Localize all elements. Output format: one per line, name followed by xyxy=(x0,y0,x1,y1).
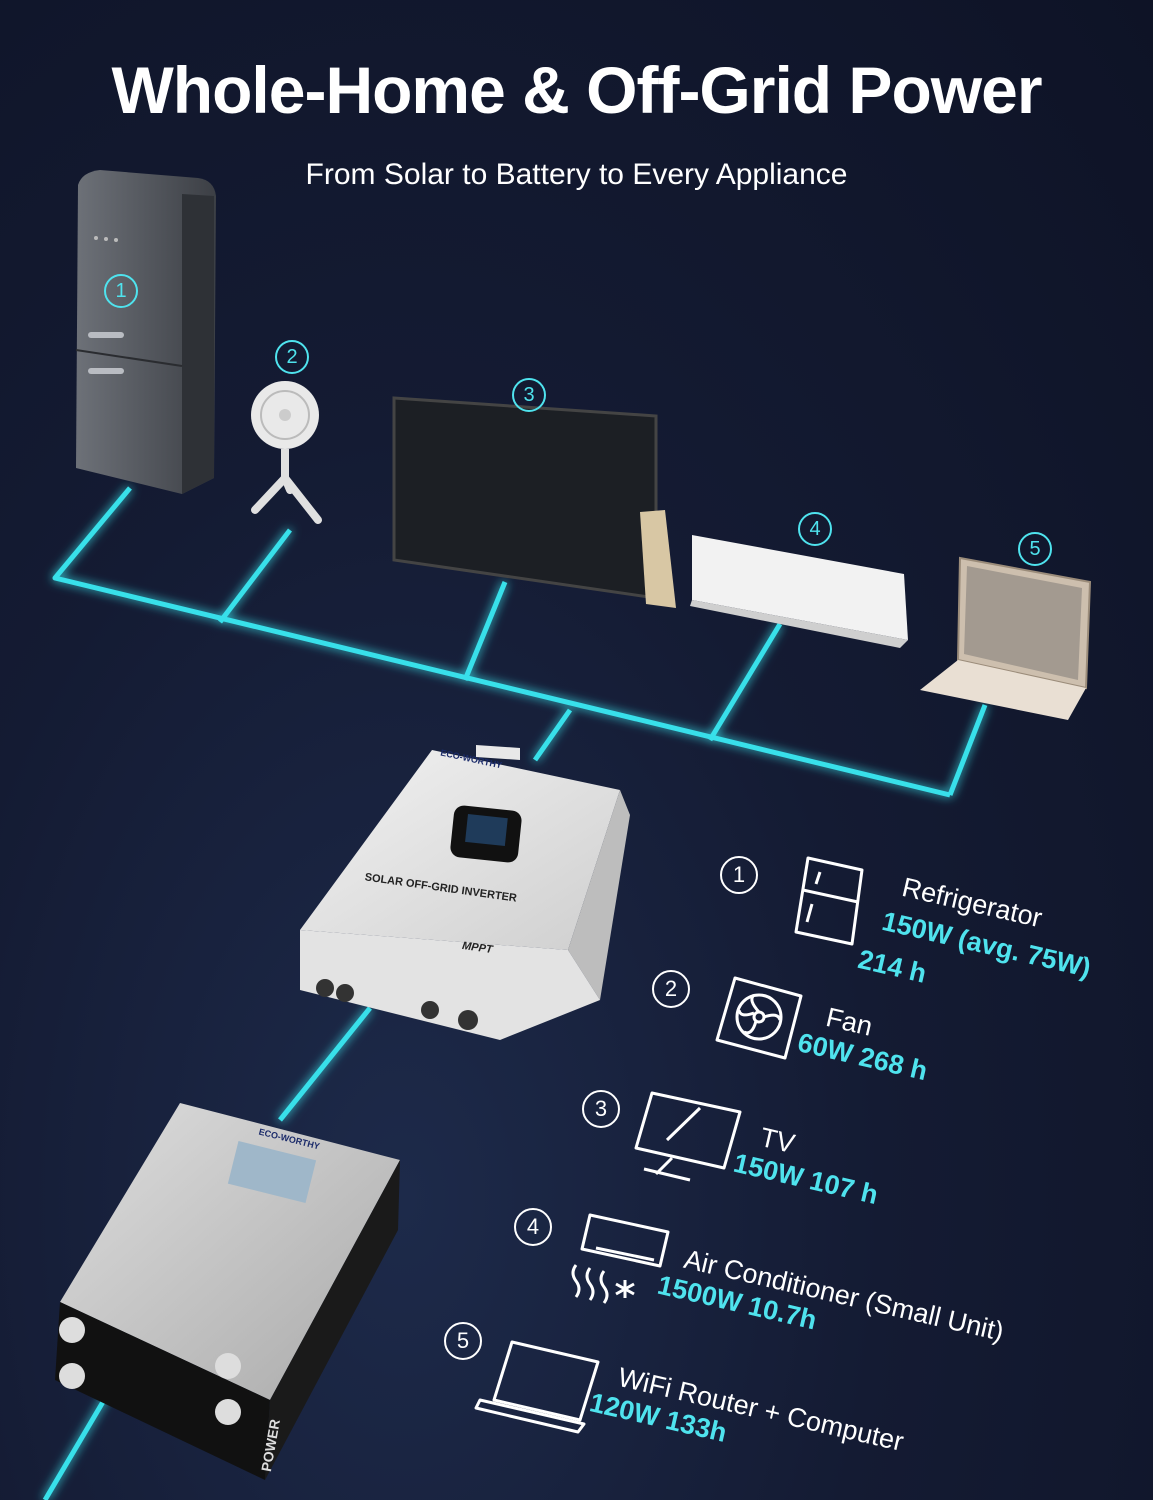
battery-image xyxy=(55,1103,400,1480)
page-subtitle: From Solar to Battery to Every Appliance xyxy=(305,158,848,191)
page-title: Whole-Home & Off-Grid Power xyxy=(111,53,1043,127)
fan-icon xyxy=(715,976,803,1060)
air-conditioner-image xyxy=(690,535,908,648)
air-conditioner-icon xyxy=(571,1213,670,1304)
legend-number-2: 2 xyxy=(652,970,690,1008)
legend-icons xyxy=(474,856,864,1434)
legend-number-1: 1 xyxy=(720,856,758,894)
legend-number-5: 5 xyxy=(444,1322,482,1360)
marker-2: 2 xyxy=(275,340,309,374)
power-wiring xyxy=(42,486,988,1500)
marker-3: 3 xyxy=(512,378,546,412)
laptop-icon xyxy=(474,1340,600,1434)
fan-image xyxy=(251,381,322,524)
marker-4: 4 xyxy=(798,512,832,546)
marker-5: 5 xyxy=(1018,532,1052,566)
legend-number-4: 4 xyxy=(514,1208,552,1246)
laptop-image xyxy=(920,556,1092,720)
legend-number-3: 3 xyxy=(582,1090,620,1128)
refrigerator-icon xyxy=(794,856,864,946)
tv-icon xyxy=(634,1091,742,1182)
inverter-image xyxy=(300,745,630,1040)
refrigerator-image xyxy=(75,170,216,494)
marker-1: 1 xyxy=(104,274,138,308)
tv-image xyxy=(392,396,676,608)
